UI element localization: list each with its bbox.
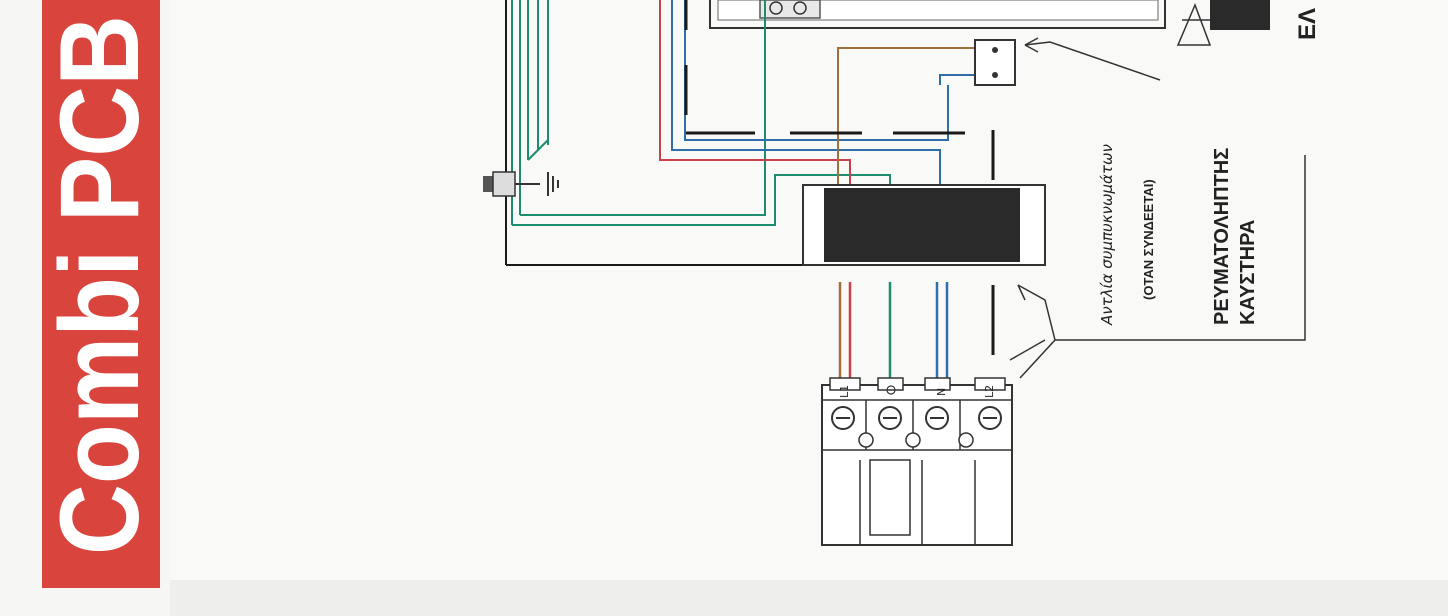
blue-wire <box>671 0 941 185</box>
arrow-head-icon <box>1024 37 1039 53</box>
banner-background <box>42 0 160 588</box>
terminal-tab <box>877 377 904 391</box>
connector-box <box>974 39 1016 86</box>
terminal-block: L1 N L2 <box>821 377 1013 546</box>
left-wire-bundle <box>505 0 1045 266</box>
green-ground-wire-2 <box>520 0 766 216</box>
pointer-line <box>1024 41 1161 81</box>
connector-pin-icon <box>992 72 998 78</box>
annotation-labels: Αντλία συμπυκνωμάτων (ΟΤΑΝ ΣΥΝΔΕΕΤΑΙ) ΡΕ… <box>1098 144 1259 326</box>
burner-nozzle-icon <box>1176 2 1212 46</box>
combi-pcb-banner: Combi PCB <box>37 0 162 588</box>
dashed-guides <box>684 0 995 355</box>
current-meter-label-1: ΡΕΥΜΑΤΟΛΗΠΤΗΣ <box>1211 148 1233 325</box>
ground-connector <box>483 171 559 197</box>
when-connected-label: (ΟΤΑΝ ΣΥΝΔΕΕΤΑΙ) <box>1141 179 1156 300</box>
hole-icon <box>958 432 974 448</box>
hole-icon <box>905 432 921 448</box>
pcb-board-top <box>709 0 1166 29</box>
terminal-label-n: N <box>935 388 948 396</box>
pump-connector-box <box>974 37 1161 86</box>
terminal-label-l2: L2 <box>983 385 996 398</box>
bracket-line <box>1055 155 1306 341</box>
terminal-arrows <box>1009 155 1306 379</box>
connector-body <box>492 171 516 197</box>
paper-edge <box>170 580 1448 616</box>
green-jumper <box>527 139 549 161</box>
red-wire <box>659 0 851 185</box>
brown-wire <box>837 47 993 185</box>
hole-icon <box>858 432 874 448</box>
terminal-tab <box>829 377 861 391</box>
diagram-area <box>170 0 1448 580</box>
pcb-screw-icon <box>769 1 783 15</box>
pcb-inner <box>717 0 1159 21</box>
cut-off-label: ΕΛ <box>1294 8 1321 40</box>
terminal-tab <box>924 377 951 391</box>
banner-title: Combi PCB <box>37 15 162 555</box>
pointer-line <box>1017 284 1056 379</box>
earth-icon <box>886 385 896 395</box>
arrow-head-icon <box>1017 284 1026 301</box>
green-ground-wire <box>512 174 891 226</box>
connector-cap <box>483 176 493 192</box>
burner-body <box>1210 0 1270 30</box>
pointer-line <box>1009 339 1046 361</box>
pump-capacitors-label: Αντλία συμπυκνωμάτων <box>1098 144 1116 326</box>
pcb-outline <box>709 0 1166 29</box>
connector-pin-icon <box>992 47 998 53</box>
pcb-screw-icon <box>793 1 807 15</box>
component-body <box>824 188 1020 262</box>
terminal-tab <box>974 377 1006 391</box>
socket <box>869 459 911 536</box>
lower-wires <box>838 282 949 385</box>
terminal-label-l1: L1 <box>838 385 851 398</box>
burner-symbol: ΕΛ <box>1176 0 1321 46</box>
main-component <box>802 184 1046 266</box>
current-meter-label-2: ΚΑΥΣΤΗΡΑ <box>1237 220 1259 325</box>
pcb-terminal-block <box>759 0 821 19</box>
